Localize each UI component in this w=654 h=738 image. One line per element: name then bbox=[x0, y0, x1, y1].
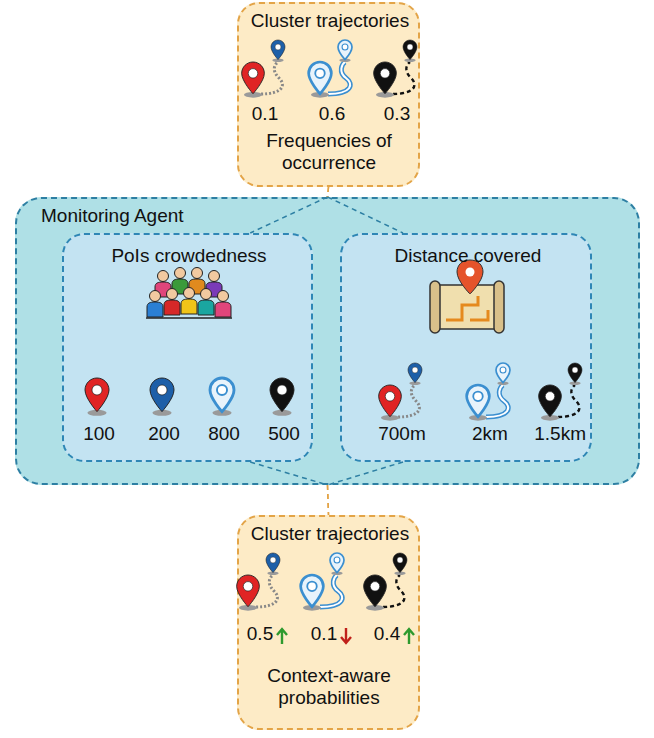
box-title: Distance covered bbox=[395, 245, 542, 267]
value-label: 1.5km bbox=[534, 423, 586, 445]
value-label: 2km bbox=[472, 423, 508, 445]
value-label: 700m bbox=[378, 423, 426, 445]
value-label: 100 bbox=[83, 423, 115, 445]
connector-segment bbox=[328, 485, 329, 515]
connector-segment bbox=[328, 485, 329, 515]
value-label: 0.1 bbox=[311, 623, 337, 645]
box-title: Monitoring Agent bbox=[41, 205, 184, 227]
box-caption: Context-aware probabilities bbox=[244, 665, 414, 709]
connector-segment bbox=[328, 187, 329, 197]
metric-box: PoIs crowdedness 100 200 800 500 bbox=[62, 233, 313, 462]
box-caption: Frequencies of occurrence bbox=[244, 130, 414, 174]
box-title: Cluster trajectories bbox=[251, 523, 409, 545]
box-title: Cluster trajectories bbox=[251, 10, 409, 32]
value-label: 0.1 bbox=[252, 103, 278, 125]
value-label: 500 bbox=[268, 423, 300, 445]
agent-box: Monitoring AgentPoIs crowdedness 100 200 80… bbox=[15, 197, 640, 485]
value-label: 0.6 bbox=[319, 103, 345, 125]
value-label: 200 bbox=[148, 423, 180, 445]
box-title: PoIs crowdedness bbox=[111, 245, 266, 267]
trajectory-box: Cluster trajectories 0.5 0.1 0.4Context-awa… bbox=[237, 515, 420, 730]
value-label: 0.5 bbox=[247, 623, 273, 645]
value-label: 0.4 bbox=[374, 623, 400, 645]
connector-segment bbox=[328, 187, 329, 197]
value-label: 0.3 bbox=[384, 103, 410, 125]
value-label: 800 bbox=[208, 423, 240, 445]
